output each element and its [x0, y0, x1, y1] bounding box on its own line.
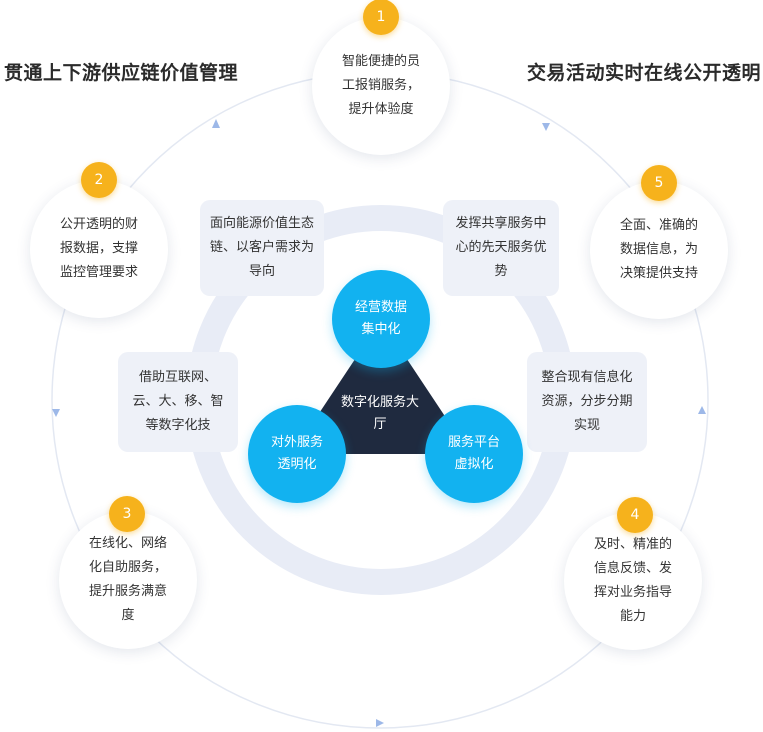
badge-2: 2	[81, 162, 117, 198]
hub-text: 对外服务透明化	[270, 435, 323, 472]
arrow-icon	[698, 406, 706, 414]
center-label: 数字化服务大厅	[340, 395, 419, 432]
heading-right: 交易活动实时在线公开透明	[526, 62, 761, 84]
arrow-icon	[376, 719, 384, 727]
outer-node-4: 及时、精准的信息反馈、发挥对业务指导能力	[564, 512, 702, 650]
outer-node-text: 全面、准确的数据信息，为决策提供支持	[619, 218, 698, 281]
outer-node-1: 智能便捷的员工报销服务，提升体验度	[312, 17, 450, 155]
arrow-icon	[212, 119, 220, 128]
outer-node-5: 全面、准确的数据信息，为决策提供支持	[590, 181, 728, 319]
hub-text: 服务平台虚拟化	[447, 435, 500, 472]
badge-3: 3	[109, 496, 145, 532]
arrow-icon	[542, 123, 550, 131]
inner-box-left: 借助互联网、云、大、移、智等数字化技	[118, 352, 238, 452]
outer-node-2: 公开透明的财报数据，支撑监控管理要求	[30, 180, 168, 318]
inner-box-text: 借助互联网、云、大、移、智等数字化技	[132, 370, 224, 433]
inner-box-text: 面向能源价值生态链、以客户需求为导向	[209, 216, 314, 279]
inner-box-right: 整合现有信息化资源，分步分期实现	[527, 352, 647, 452]
arrow-icon	[52, 409, 60, 417]
hub-left: 对外服务透明化	[248, 405, 346, 503]
center-triangle	[292, 320, 470, 454]
badge-5: 5	[641, 165, 677, 201]
inner-box-top-left: 面向能源价值生态链、以客户需求为导向	[200, 200, 324, 296]
outer-node-text: 智能便捷的员工报销服务，提升体验度	[341, 54, 420, 117]
heading-left: 贯通上下游供应链价值管理	[4, 62, 239, 84]
hub-right: 服务平台虚拟化	[425, 405, 523, 503]
badge-1: 1	[363, 0, 399, 35]
inner-box-text: 整合现有信息化资源，分步分期实现	[541, 370, 633, 433]
outer-node-text: 在线化、网络化自助服务，提升服务满意度	[88, 536, 167, 623]
inner-box-top-right: 发挥共享服务中心的先天服务优势	[443, 200, 559, 296]
badge-4: 4	[617, 497, 653, 533]
inner-box-text: 发挥共享服务中心的先天服务优势	[455, 216, 547, 279]
outer-node-text: 公开透明的财报数据，支撑监控管理要求	[59, 217, 138, 280]
outer-node-text: 及时、精准的信息反馈、发挥对业务指导能力	[593, 537, 672, 624]
hub-text: 经营数据集中化	[354, 300, 407, 337]
hub-top: 经营数据集中化	[332, 270, 430, 368]
outer-node-3: 在线化、网络化自助服务，提升服务满意度	[59, 511, 197, 649]
